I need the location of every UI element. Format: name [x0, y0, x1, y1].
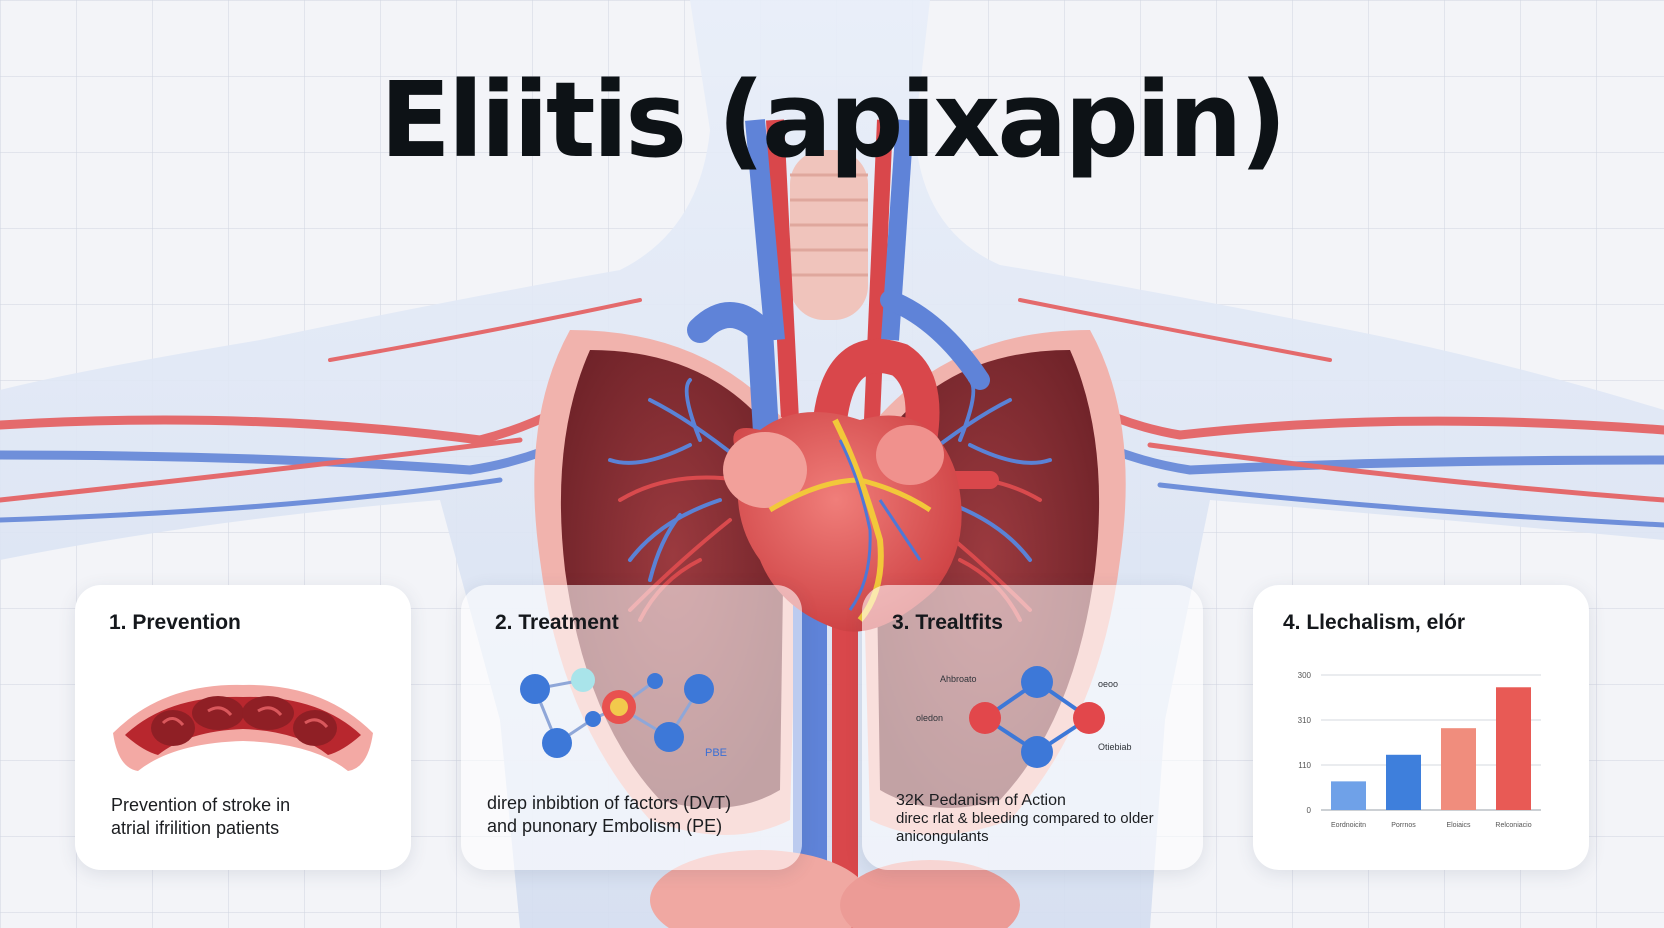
molecule-icon: [520, 668, 714, 758]
y-tick-label: 310: [1298, 716, 1312, 725]
chart-bar: [1496, 687, 1531, 810]
molecule-label-left: oledon: [916, 713, 944, 723]
blood-vessel-icon: [113, 684, 373, 771]
card-prevention: 1. Prevention Prevention of stroke in at…: [75, 585, 411, 870]
molecule-label-top-left: Ahbroato: [940, 674, 977, 684]
y-tick-label: 110: [1298, 761, 1311, 770]
x-tick-label: Porrnos: [1391, 822, 1416, 829]
card-title: 1. Prevention: [109, 611, 241, 634]
chart-bar: [1331, 781, 1366, 810]
card-description: Prevention of stroke in atrial ifrilitio…: [111, 795, 291, 838]
card-description: direc rlat & bleeding compared to older …: [896, 810, 1154, 845]
card-description: direp inbibtion of factors (DVT) and pun…: [487, 793, 732, 836]
heart: [723, 412, 962, 632]
molecule-diagram-icon: [969, 666, 1105, 768]
card-title: 3. Trealtfits: [892, 611, 1003, 634]
card-title: 4. Llechalism, elór: [1283, 611, 1466, 634]
x-tick-label: Eloiaics: [1446, 822, 1471, 829]
card-benefits: 3. Trealtfits Ahbroato oeoo oledon Otieb…: [862, 585, 1203, 870]
x-tick-label: Eordnoicitn: [1331, 822, 1366, 829]
chart-bar: [1386, 754, 1421, 810]
chart-bar: [1441, 728, 1476, 810]
card-subtitle: 32K Pedanism of Action: [896, 792, 1066, 809]
y-tick-label: 0: [1307, 806, 1312, 815]
molecule-label-right: Otiebiab: [1098, 742, 1132, 752]
card-treatment: 2. Treatment PBE direp inbibtion of fact…: [461, 585, 802, 870]
card-title: 2. Treatment: [495, 611, 619, 634]
molecule-label: PBE: [705, 747, 728, 759]
x-tick-label: Relconiacio: [1495, 822, 1531, 829]
page-title: Eliitis (apixapin): [379, 59, 1287, 181]
molecule-label-top-right: oeoo: [1098, 679, 1119, 689]
y-tick-label: 300: [1298, 671, 1312, 680]
